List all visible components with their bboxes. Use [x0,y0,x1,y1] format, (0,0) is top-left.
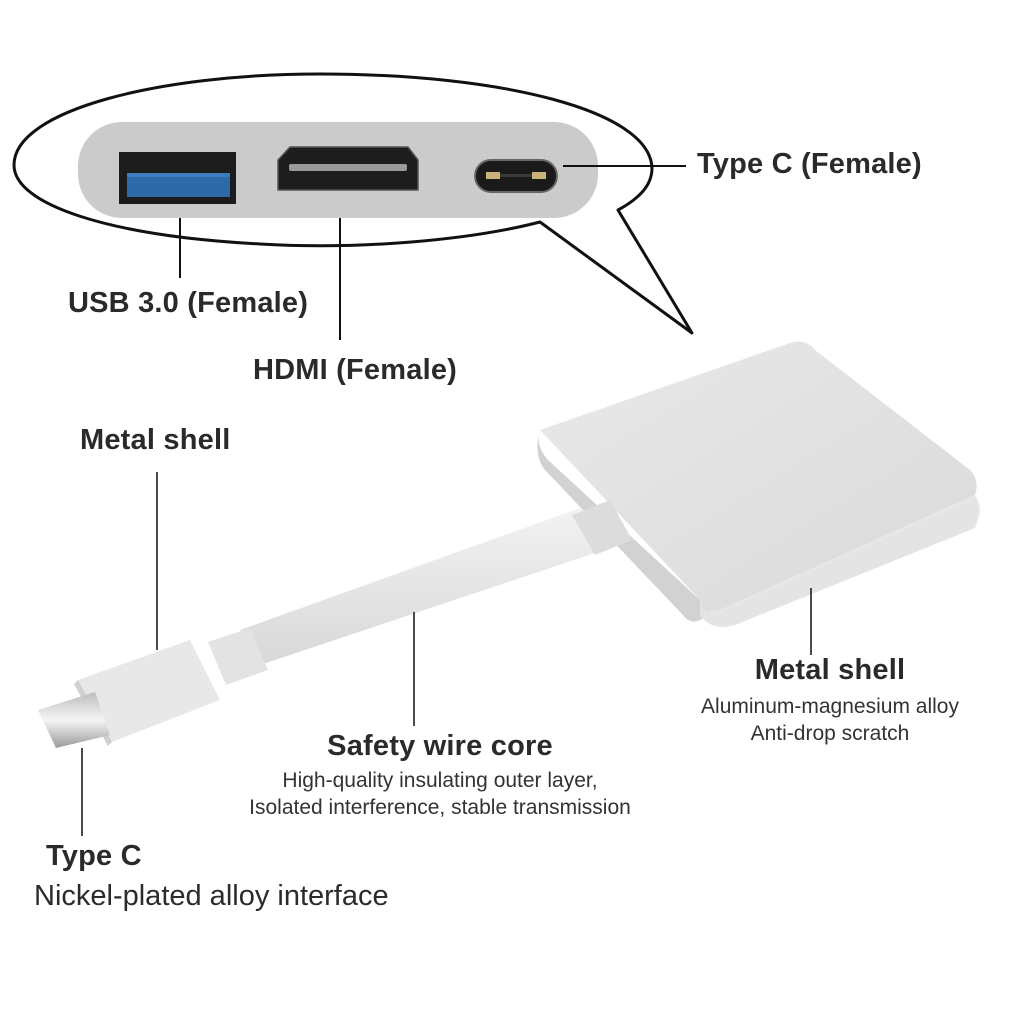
usb-port-label: USB 3.0 (Female) [68,287,309,319]
type-c-line-1: Nickel-plated alloy interface [34,880,389,912]
usb-port-icon [119,152,236,204]
wire-core-line-2: Isolated interference, stable transmissi… [249,796,631,819]
metal-shell-right-line-1: Aluminum-magnesium alloy [701,695,959,718]
metal-shell-right-title: Metal shell [754,654,906,686]
cable [208,500,632,685]
type-c-title: Type C [46,840,142,872]
wire-core-title: Safety wire core [327,730,553,762]
typec-plug [38,640,220,748]
adapter-body [537,341,980,628]
wire-core-callout: Safety wire core High-quality insulating… [200,730,680,821]
port-panel [78,122,598,218]
metal-shell-left-label: Metal shell [80,424,231,456]
typec-port-label: Type C (Female) [697,148,922,180]
hdmi-port-icon [277,146,419,191]
wire-core-line-1: High-quality insulating outer layer, [282,769,598,792]
hdmi-port-label: HDMI (Female) [253,354,458,386]
typec-port-icon [474,159,558,193]
metal-shell-right-line-2: Anti-drop scratch [750,722,910,745]
metal-shell-right-callout: Metal shell Aluminum-magnesium alloy Ant… [670,654,990,747]
